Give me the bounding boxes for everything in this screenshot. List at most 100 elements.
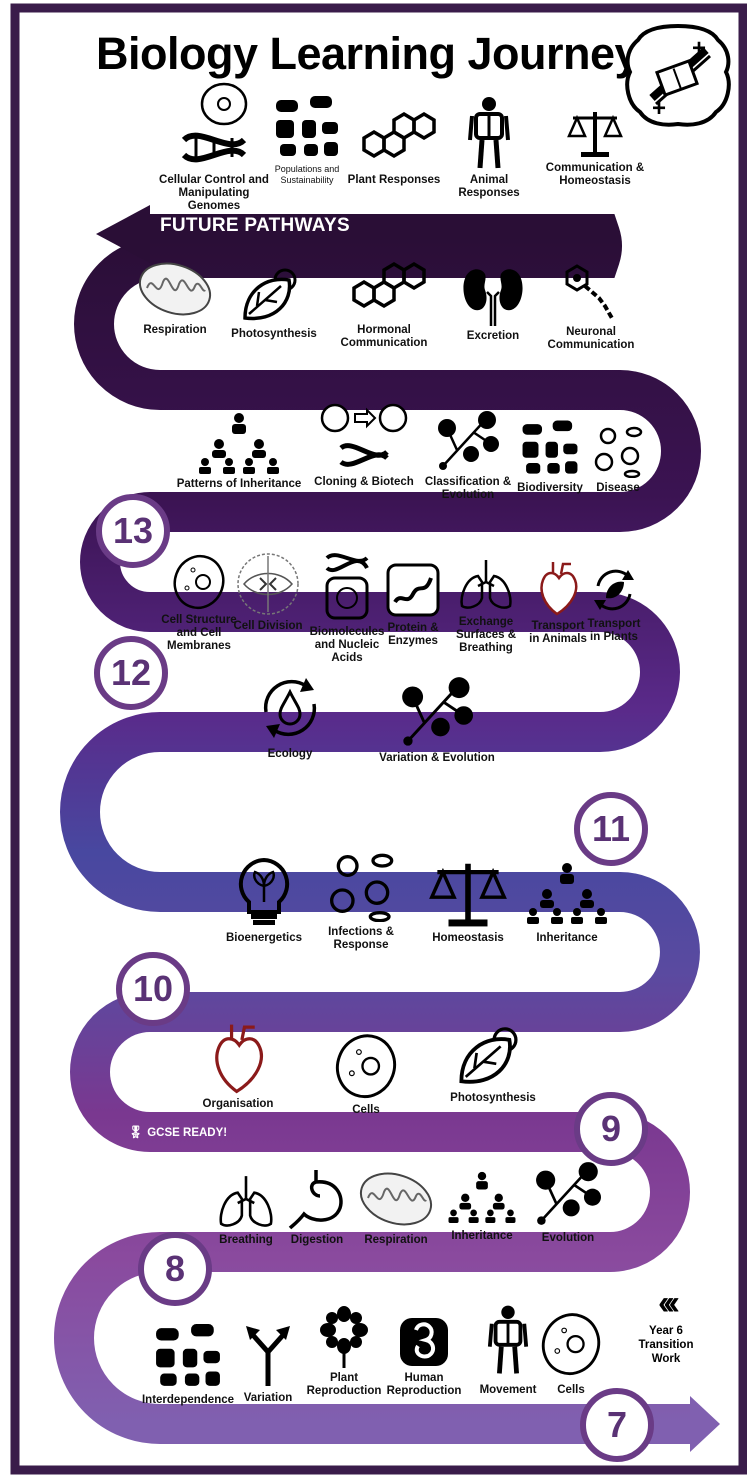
evolution-icon	[438, 411, 499, 470]
svg-text:+: +	[652, 95, 666, 122]
year-12-badge: 12	[94, 636, 168, 710]
topic-classification-evolution: Classification & Evolution	[424, 410, 512, 502]
topic-organisation: Organisation	[196, 1022, 280, 1111]
page-title: Biology Learning Journey	[96, 28, 640, 79]
topic-human-reproduction: Human Reproduction	[384, 1316, 464, 1398]
topic-hormonal-communication: Hormonal Communication	[334, 258, 434, 350]
family-tree-icon	[199, 413, 279, 474]
skeleton-icon	[487, 1305, 529, 1374]
flower-icon	[320, 1306, 368, 1368]
topic-excretion: Excretion	[448, 266, 538, 343]
outer-border	[10, 3, 747, 1475]
foetus-icon	[400, 1318, 448, 1366]
year-8-badge: 8	[138, 1232, 212, 1306]
start-arrow-head	[690, 1396, 720, 1452]
lungs-icon	[460, 560, 512, 609]
topic-bioenergetics: Bioenergetics	[222, 856, 306, 945]
evolution-icon	[402, 677, 473, 746]
cell-icon	[173, 554, 225, 610]
cell-icon	[335, 1034, 397, 1099]
medal-icon: 🎖	[128, 1125, 144, 1139]
topic-inheritance-y8: Inheritance	[446, 1168, 518, 1243]
animals-icon	[156, 1324, 220, 1386]
topic-plant-reproduction: Plant Reproduction	[302, 1306, 386, 1398]
kidneys-icon	[463, 269, 523, 326]
microbes-icon	[594, 426, 643, 478]
topic-infections-response: Infections & Response	[318, 850, 404, 952]
year-6-transition: ‹‹‹ Year 6 Transition Work	[630, 1286, 702, 1366]
topic-animal-responses: Animal Responses	[439, 96, 539, 200]
skeleton-icon	[468, 97, 510, 169]
scales-icon	[567, 112, 623, 157]
topic-movement: Movement	[472, 1300, 544, 1397]
leaf-sun-icon	[459, 1027, 518, 1084]
cell-icon	[541, 1313, 601, 1376]
topic-plant-responses: Plant Responses	[347, 108, 441, 187]
topic-disease: Disease	[588, 424, 648, 495]
leaf-sun-icon	[243, 268, 297, 321]
mitochondria-icon	[359, 1172, 433, 1226]
topic-communication-homeostasis: Communication & Homeostasis	[540, 108, 650, 188]
medal-icon: 🎖	[128, 822, 144, 836]
mitochondria-icon	[138, 262, 212, 316]
topic-interdependence: Interdependence	[140, 1322, 236, 1407]
topic-photosynthesis-y9: Photosynthesis	[446, 1020, 540, 1105]
gcse-ready-label: 🎖GCSE READY!	[128, 1125, 228, 1139]
topic-biodiversity: Biodiversity	[514, 418, 586, 495]
topic-populations: Populations and Sustainability	[266, 94, 348, 186]
year-7-badge: 7	[580, 1388, 654, 1462]
topic-respiration-y8: Respiration	[354, 1168, 438, 1247]
topic-cellular-control: Cellular Control and Manipulating Genome…	[158, 80, 270, 213]
heart-icon	[215, 1024, 263, 1094]
microbes-icon	[330, 853, 394, 922]
year-9-badge: 9	[574, 1092, 648, 1166]
evolution-icon	[536, 1162, 601, 1225]
scales-icon	[429, 863, 507, 927]
arrows-icon	[246, 1326, 290, 1386]
topic-patterns-of-inheritance: Patterns of Inheritance	[174, 412, 304, 491]
topic-biomolecules: Biomolecules and Nucleic Acids	[306, 548, 388, 665]
topic-neuronal-communication: Neuronal Communication	[544, 262, 638, 352]
water-cycle-icon	[263, 678, 317, 738]
molecule-icon	[362, 111, 436, 159]
future-arrow-head	[96, 205, 150, 263]
heart-icon	[540, 562, 578, 616]
svg-text:+: +	[692, 35, 706, 62]
school-crest-icon: + +	[625, 23, 731, 127]
topic-cell-structure: Cell Structure and Cell Membranes	[160, 552, 238, 653]
sheep-dna-icon	[320, 403, 408, 467]
dna-cell-icon	[325, 553, 369, 620]
topic-breathing: Breathing	[214, 1172, 278, 1247]
topic-inheritance-y10: Inheritance	[522, 858, 612, 945]
ks5-ready-label: 🎖KS5 READY!	[128, 822, 217, 836]
animals-icon	[522, 420, 578, 474]
lungs-icon	[219, 1176, 273, 1227]
topic-cells-y9: Cells	[326, 1030, 406, 1117]
topic-ecology: Ecology	[240, 672, 340, 761]
family-tree-icon	[527, 863, 607, 924]
animals-icon	[276, 96, 338, 156]
topic-protein-enzymes: Protein & Enzymes	[380, 562, 446, 648]
neuron-icon	[565, 264, 615, 321]
road-path	[54, 214, 701, 1444]
future-pathways-label: FUTURE PATHWAYS	[160, 215, 350, 236]
topic-respiration-y13: Respiration	[133, 258, 217, 337]
topic-homeostasis: Homeostasis	[422, 858, 514, 945]
topic-evolution-y8: Evolution	[532, 1160, 604, 1245]
topic-cloning-biotech: Cloning & Biotech	[308, 402, 420, 489]
dna-cell-icon	[181, 82, 248, 163]
topic-variation-evolution-y11: Variation & Evolution	[372, 676, 502, 765]
year-11-badge: 11	[574, 792, 648, 866]
molecule-icon	[352, 261, 426, 309]
topic-photosynthesis-y13: Photosynthesis	[228, 262, 320, 341]
year-13-badge: 13	[96, 494, 170, 568]
recycle-leaf-icon	[594, 569, 634, 611]
topic-transport-animals: Transport in Animals	[526, 560, 590, 646]
protein-icon	[386, 563, 440, 617]
mitosis-icon	[237, 553, 299, 615]
topic-cell-division: Cell Division	[230, 552, 306, 633]
stomach-icon	[288, 1170, 343, 1230]
topic-exchange-surfaces: Exchange Surfaces & Breathing	[446, 556, 526, 655]
topic-cells-y7: Cells	[536, 1306, 606, 1397]
